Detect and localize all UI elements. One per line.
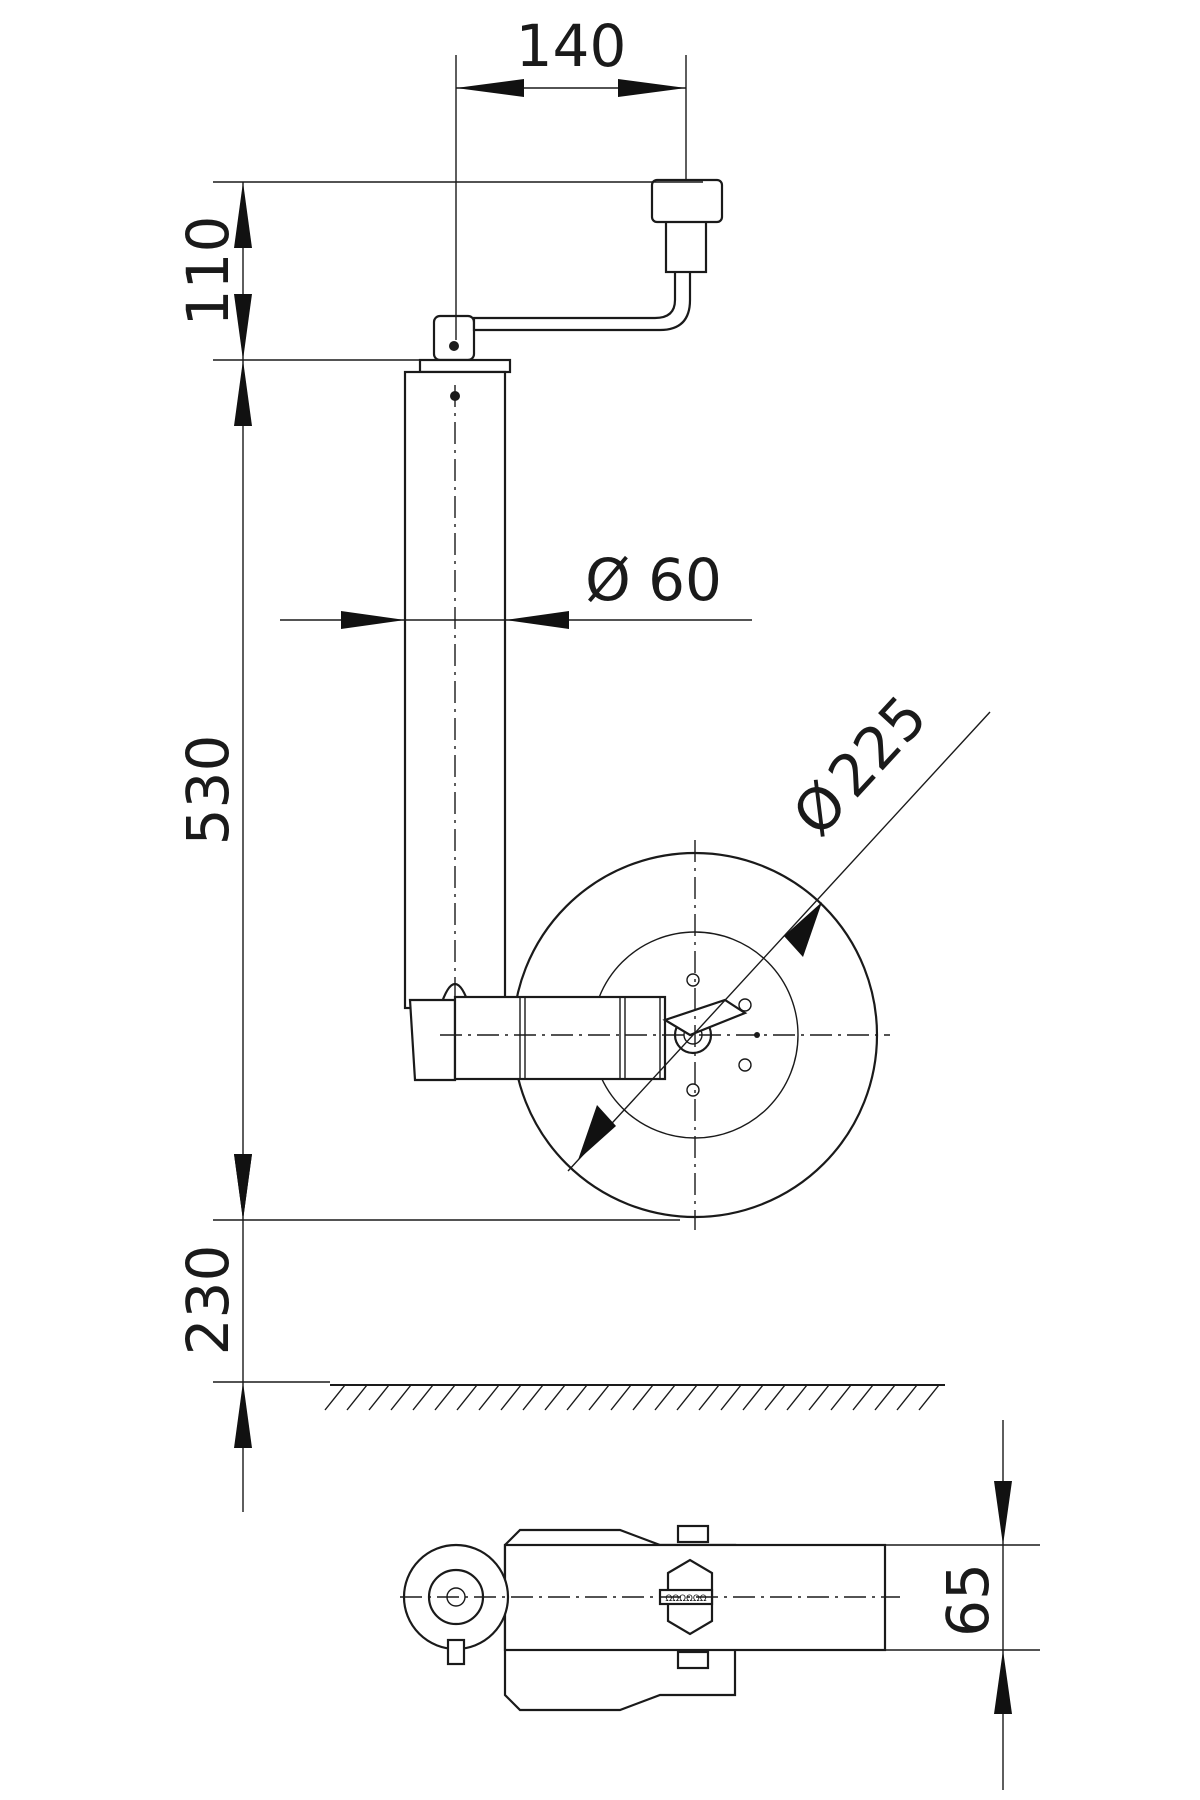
crank-handle <box>432 178 724 362</box>
dimension-tube-diameter: Ø 60 <box>280 546 752 629</box>
dimension-wheel-width: 65 <box>885 1420 1040 1790</box>
dimension-ground-clearance-value: 230 <box>174 1245 242 1356</box>
ground-line <box>324 1384 945 1411</box>
dimension-tube-length-value: 530 <box>174 735 242 846</box>
top-view: ΩΩΩΩΩΩ <box>400 1524 900 1712</box>
diameter-symbol: Ø <box>585 546 631 614</box>
jack-tube <box>403 358 512 1010</box>
clamp-label: ΩΩΩΩΩΩ <box>665 1594 706 1604</box>
dimension-crank-height: 110 <box>174 182 252 360</box>
center-lines <box>440 385 890 1230</box>
wheel-fork <box>408 995 748 1082</box>
dimension-crank-height-value: 110 <box>174 216 242 327</box>
dimension-wheel-width-value: 65 <box>934 1563 1002 1637</box>
dimension-crank-offset-value: 140 <box>516 12 627 80</box>
dimension-ground-clearance: 230 <box>174 1154 252 1448</box>
dimension-tube-length: 530 <box>174 360 252 1220</box>
dimension-tube-diameter-value: 60 <box>648 546 722 614</box>
dimension-crank-offset: 140 <box>455 12 687 340</box>
